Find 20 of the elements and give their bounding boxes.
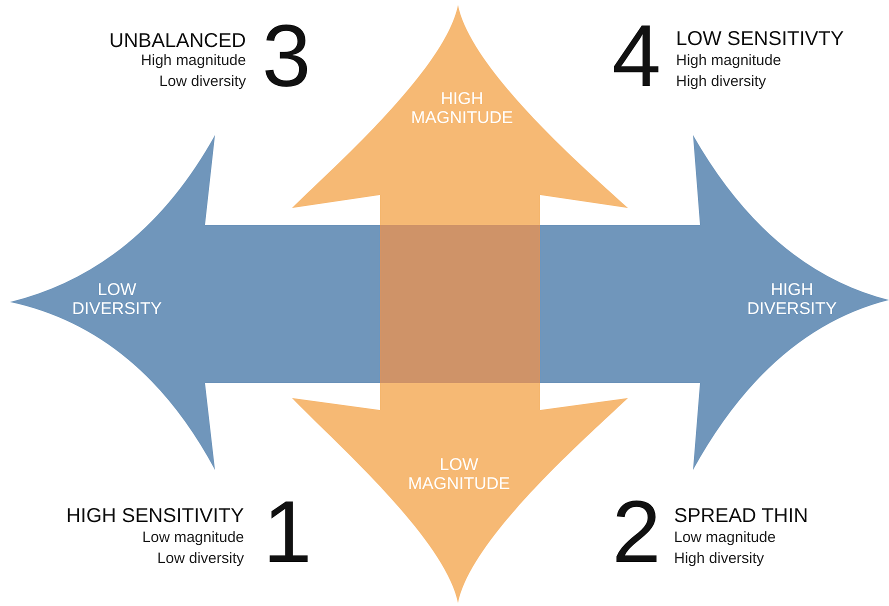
quadrant-description: High magnitude (676, 53, 782, 70)
quadrant-description: Low magnitude (674, 530, 776, 546)
quadrant-title: HIGH SENSITIVITY (66, 505, 244, 527)
quadrant-number: 3 (262, 12, 311, 100)
quadrant-description: Low diversity (159, 74, 246, 90)
quadrant-description: High diversity (676, 74, 766, 90)
arrow-label: HIGH DIVERSITY (746, 281, 838, 318)
quadrant-description: Low magnitude (142, 530, 244, 546)
quadrant-description: Low diversity (157, 551, 244, 568)
arrow-label: LOW MAGNITUDE (407, 456, 511, 494)
quadrant-description: High diversity (674, 551, 764, 568)
quadrant-number: 2 (612, 488, 661, 576)
quadrant-number: 4 (612, 12, 661, 100)
quadrant-title: UNBALANCED (109, 30, 246, 52)
quadrant-number: 1 (263, 488, 312, 576)
arrow-label: LOW DIVERSITY (71, 281, 163, 318)
quadrant-title: LOW SENSITIVTY (676, 28, 844, 50)
quadrant-title: SPREAD THIN (674, 505, 808, 527)
quadrant-description: High magnitude (140, 53, 246, 70)
arrow-label: HIGH MAGNITUDE (410, 90, 514, 128)
